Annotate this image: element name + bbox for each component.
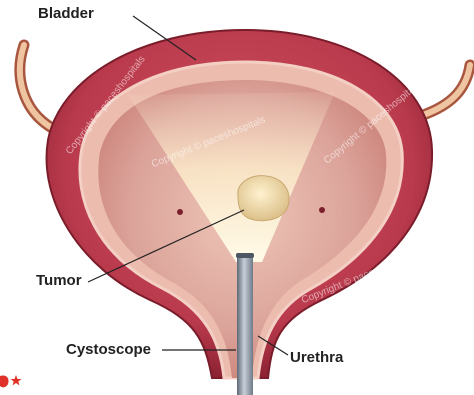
corner-logo-mark: [0, 370, 26, 390]
urethra-label: Urethra: [290, 350, 343, 365]
left-ureteric-orifice: [177, 209, 183, 215]
cystoscope-tip: [236, 253, 254, 258]
right-ureteric-orifice: [319, 207, 325, 213]
tumor-label: Tumor: [36, 273, 82, 288]
bladder-label: Bladder: [38, 6, 94, 21]
tumor: [238, 176, 289, 221]
cystoscope-label: Cystoscope: [66, 342, 151, 357]
cystoscope-shaft: [237, 256, 253, 395]
